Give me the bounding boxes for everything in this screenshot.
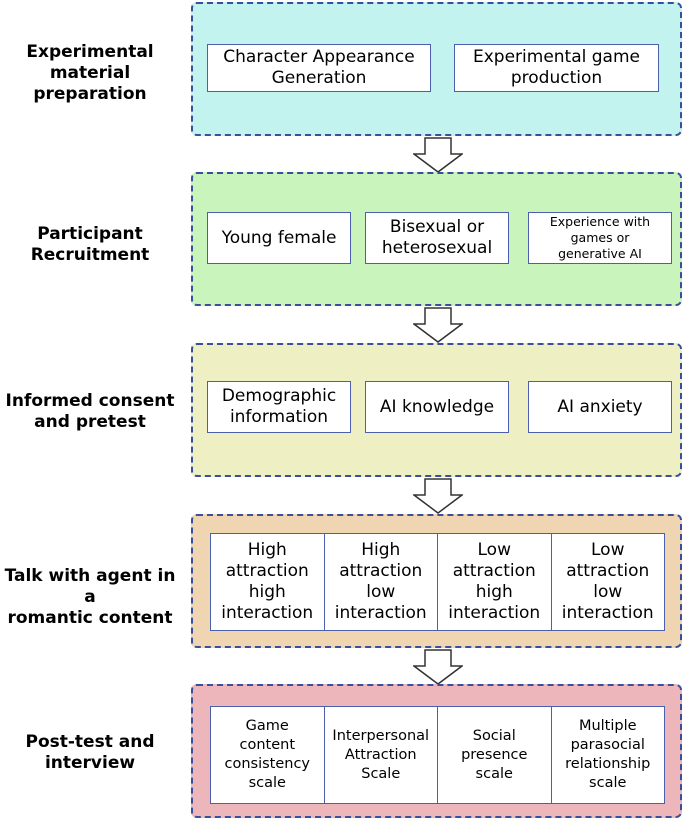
stage-5-item-2: Interpersonal Attraction Scale xyxy=(325,707,438,803)
stage-4-panel: High attraction high interaction High at… xyxy=(191,514,682,648)
stage-3-label: Informed consent and pretest xyxy=(5,391,175,432)
stage-2-item-1: Young female xyxy=(207,212,351,264)
stage-2-item-3: Experience with games or generative AI xyxy=(528,212,672,264)
down-arrow-icon xyxy=(413,478,463,514)
down-arrow-icon xyxy=(413,649,463,685)
down-arrow-icon xyxy=(413,137,463,173)
stage-4-item-1: High attraction high interaction xyxy=(211,534,325,630)
stage-3-panel: Demographic information AI knowledge AI … xyxy=(191,343,682,477)
stage-5-panel: Game content consistency scale Interpers… xyxy=(191,684,682,818)
stage-5-item-4: Multiple parasocial relationship scale xyxy=(565,718,651,791)
stage-2-panel: Young female Bisexual or heterosexual Ex… xyxy=(191,172,682,306)
stage-5-label: Post-test and interview xyxy=(25,732,155,773)
stage-4-label: Talk with agent in a romantic content xyxy=(4,566,176,628)
stage-3-item-2: AI knowledge xyxy=(365,381,509,433)
stage-1-item-2: Experimental game production xyxy=(454,44,659,92)
stage-1-label: Experimental material preparation xyxy=(26,42,154,104)
stage-1-item-1: Character Appearance Generation xyxy=(207,44,431,92)
stage-3-item-1: Demographic information xyxy=(207,381,351,433)
stage-4-item-4: Low attraction low interaction xyxy=(561,540,654,623)
stage-1-panel: Character Appearance Generation Experime… xyxy=(191,2,682,136)
stage-4-item-3: Low attraction high interaction xyxy=(438,534,552,630)
stage-2-label: Participant Recruitment xyxy=(30,224,150,265)
stage-5-item-1: Game content consistency scale xyxy=(211,707,325,803)
stage-5-item-3: Social presence scale xyxy=(438,707,552,803)
stage-2-item-2: Bisexual or heterosexual xyxy=(365,212,509,264)
stage-4-item-group: High attraction high interaction High at… xyxy=(210,533,665,631)
stage-4-item-2: High attraction low interaction xyxy=(325,534,438,630)
stage-5-item-group: Game content consistency scale Interpers… xyxy=(210,706,665,804)
down-arrow-icon xyxy=(413,307,463,343)
stage-3-item-3: AI anxiety xyxy=(528,381,672,433)
